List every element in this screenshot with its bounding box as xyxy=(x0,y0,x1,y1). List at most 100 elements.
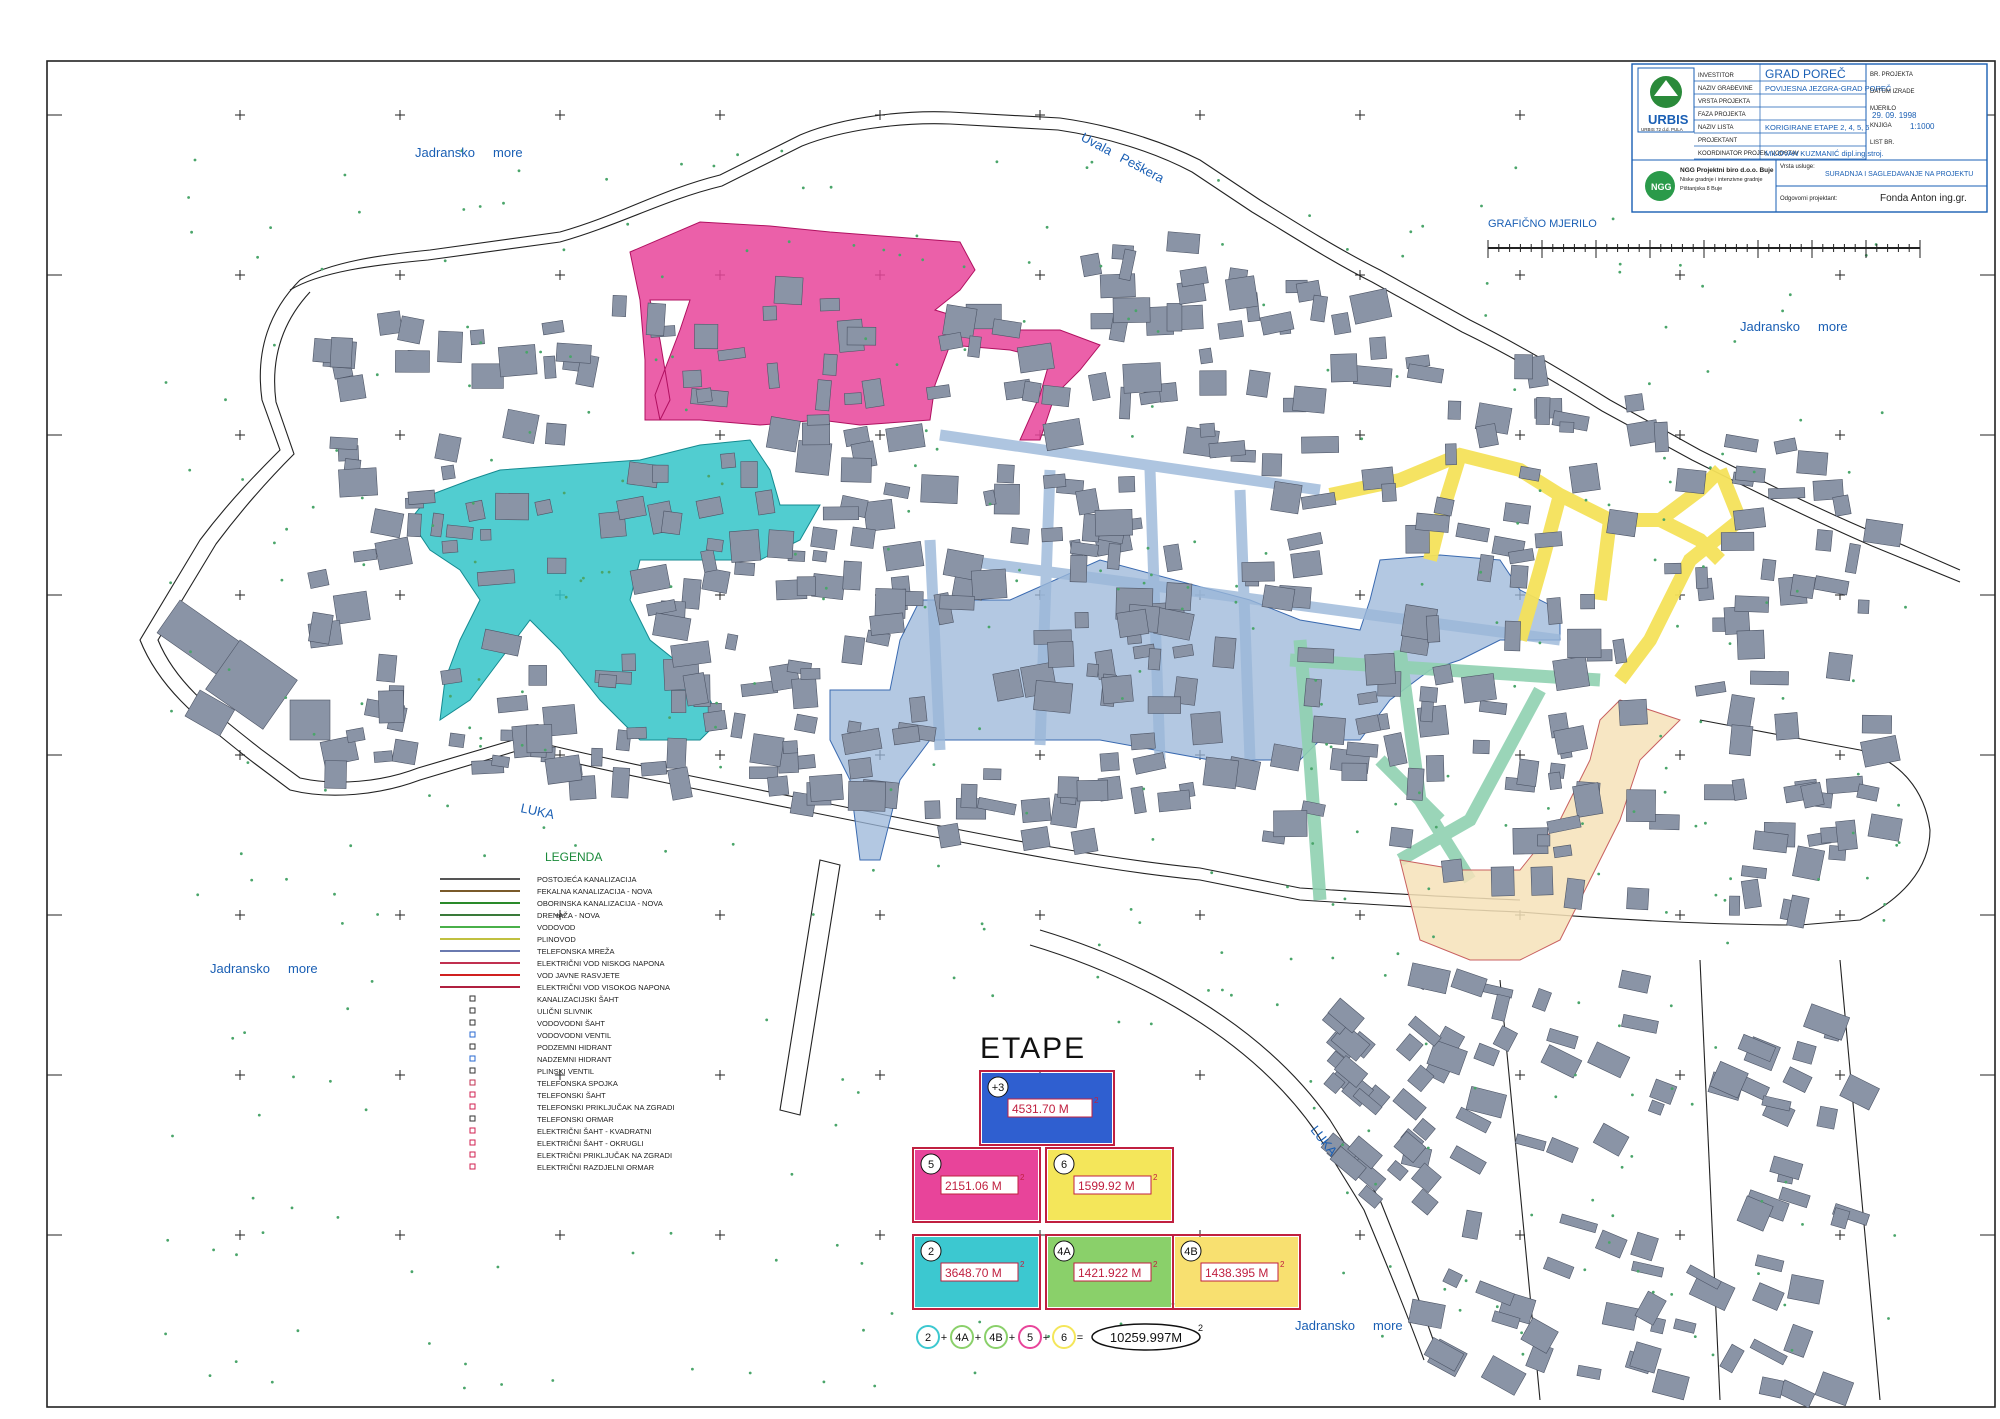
legend-symbol xyxy=(469,1007,476,1014)
building xyxy=(1606,508,1639,538)
building xyxy=(1290,550,1323,579)
building xyxy=(336,374,367,403)
tree-dot xyxy=(1047,1335,1050,1338)
building xyxy=(1814,1371,1855,1407)
building xyxy=(611,767,631,799)
building xyxy=(819,297,840,312)
tree-dot xyxy=(562,248,566,252)
tree-dot xyxy=(978,727,981,731)
tree-dot xyxy=(1085,166,1089,170)
building xyxy=(1112,297,1151,324)
tree-dot xyxy=(852,244,856,247)
building xyxy=(925,384,951,401)
tree-dot xyxy=(841,1078,845,1081)
tree-dot xyxy=(462,208,466,211)
tree-dot xyxy=(1653,558,1657,562)
building xyxy=(1132,752,1167,775)
building xyxy=(842,560,862,591)
building xyxy=(1208,440,1246,459)
tree-dot xyxy=(963,348,967,351)
building xyxy=(666,737,687,770)
tree-dot xyxy=(978,1320,982,1324)
tree-dot xyxy=(1904,605,1907,609)
etapa-box-frame xyxy=(979,1070,1115,1146)
tree-dot xyxy=(1458,1308,1462,1312)
building xyxy=(1490,866,1515,897)
tree-dot xyxy=(1045,225,1049,229)
building xyxy=(1330,353,1358,383)
building xyxy=(1618,969,1652,994)
tree-dot xyxy=(962,265,966,269)
building xyxy=(1502,502,1532,525)
tree-dot xyxy=(1027,261,1031,264)
tree-dot xyxy=(284,696,288,699)
tree-dot xyxy=(1099,264,1103,268)
building xyxy=(1364,652,1397,686)
tree-dot xyxy=(1513,684,1517,688)
building xyxy=(1709,1060,1749,1099)
tree-dot xyxy=(1583,1268,1587,1272)
building xyxy=(992,669,1024,702)
vegetation xyxy=(164,149,1907,1390)
tree-dot xyxy=(1150,405,1154,408)
svg-text:2: 2 xyxy=(1280,1260,1285,1269)
legend-item-text: PLINOVOD xyxy=(537,935,576,944)
building xyxy=(1261,584,1296,612)
tree-dot xyxy=(1142,787,1146,791)
tree-dot xyxy=(250,878,254,882)
tree-dot xyxy=(822,1380,826,1384)
tree-dot xyxy=(1752,470,1756,474)
tree-dot xyxy=(684,408,688,412)
building xyxy=(1426,1039,1468,1076)
building xyxy=(184,689,236,737)
building xyxy=(1433,496,1455,517)
tree-dot xyxy=(490,458,493,462)
tree-dot xyxy=(562,491,566,495)
building xyxy=(1508,548,1535,565)
building xyxy=(469,329,485,346)
tree-dot xyxy=(1847,470,1851,474)
building xyxy=(702,710,728,732)
tree-dot xyxy=(449,694,452,698)
building xyxy=(1630,1231,1659,1262)
etape-total: 10259.997M xyxy=(1110,1330,1182,1345)
tree-dot xyxy=(607,570,611,574)
legend-symbol xyxy=(469,1163,476,1170)
tree-dot xyxy=(1251,627,1255,630)
building xyxy=(1259,311,1295,336)
building xyxy=(1537,834,1551,847)
building xyxy=(1631,1260,1665,1278)
tree-dot xyxy=(1897,841,1901,844)
tree-dot xyxy=(246,761,250,764)
title-right-label: BR. PROJEKTA xyxy=(1870,72,1913,78)
tree-dot xyxy=(471,501,475,505)
legend-item-text: OBORINSKA KANALIZACIJA - NOVA xyxy=(537,899,663,908)
building xyxy=(541,320,565,336)
building xyxy=(1825,651,1853,682)
legend-symbol xyxy=(469,1127,476,1134)
building xyxy=(1612,638,1628,664)
tree-dot xyxy=(988,502,992,506)
tree-dot xyxy=(1394,802,1398,806)
building xyxy=(801,422,831,446)
building xyxy=(430,512,445,538)
building xyxy=(1122,362,1162,394)
building xyxy=(1634,1290,1667,1326)
tree-dot xyxy=(239,852,243,856)
tree-dot xyxy=(1704,821,1707,825)
etapa-id: +3 xyxy=(992,1082,1005,1094)
legend-symbol xyxy=(469,995,476,1002)
building xyxy=(810,526,838,551)
building xyxy=(841,727,883,756)
building xyxy=(728,529,762,563)
tree-dot xyxy=(1665,911,1668,914)
tree-dot xyxy=(669,585,673,588)
building xyxy=(1118,248,1137,282)
building xyxy=(471,363,504,389)
tree-dot xyxy=(1409,230,1413,234)
building xyxy=(766,362,780,389)
building xyxy=(1075,488,1100,516)
building xyxy=(1789,574,1816,599)
tree-dot xyxy=(1852,679,1855,683)
etape-title: ETAPE xyxy=(980,1032,1086,1065)
